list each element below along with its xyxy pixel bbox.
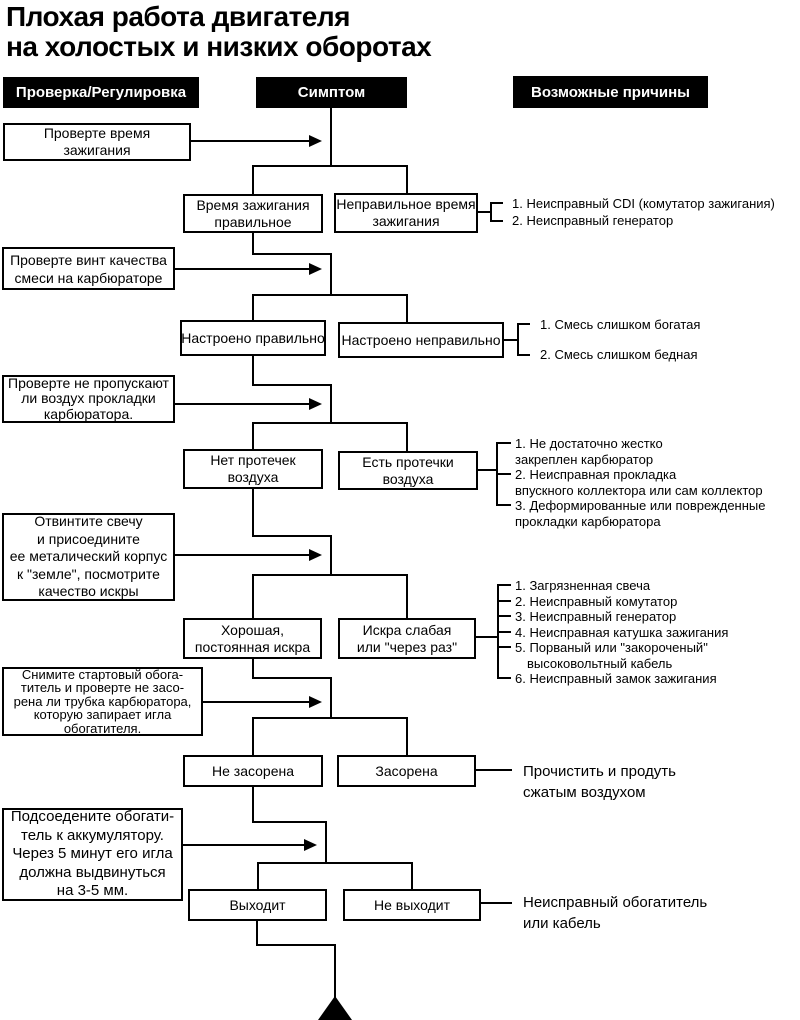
column-header-check: Проверка/Регулировка [3,77,199,108]
connector-line [252,165,408,167]
connector-line [203,701,310,703]
connector-line [252,717,254,755]
bracket-line [478,211,491,213]
check-box: Снимите стартовый обога-титель и проверт… [2,667,203,736]
bracket-tick [496,442,511,444]
arrowhead-icon [304,839,317,851]
symptom-ok-box: Хорошая,постоянная искра [183,618,322,659]
connector-line [325,821,327,864]
arrowhead-icon [309,263,322,275]
bracket-tick [517,354,530,356]
connector-line [252,355,254,386]
connector-line [175,268,310,270]
symptom-bad-box: Настроено неправильно [338,322,504,358]
connector-line [252,233,254,255]
connector-line [256,944,336,946]
connector-line [406,422,408,452]
bracket-tick [490,220,503,222]
connector-line [411,862,413,889]
bracket-tick [497,677,511,679]
bracket-tick [497,646,511,648]
connector-line [252,821,327,823]
connector-line [406,717,408,755]
connector-line [252,677,332,679]
connector-line [252,717,408,719]
connector-line [406,165,408,194]
causes-list: 1. Неисправный CDI (комутатор зажигания)… [512,196,775,228]
bracket-tick [497,631,511,633]
connector-line [406,294,408,323]
symptom-ok-box: Настроено правильно [180,320,326,356]
symptom-bad-box: Не выходит [343,889,481,921]
connector-line [252,253,332,255]
connector-line [257,862,259,889]
connector-line [183,844,305,846]
bracket-line [490,202,492,222]
connector-line [330,535,332,576]
connector-line [252,657,254,679]
connector-line [330,384,332,424]
connector-line [252,422,254,450]
column-header-symptom: Симптом [256,77,407,108]
bracket-tick [497,584,511,586]
connector-line [175,403,310,405]
bracket-tick [496,504,511,506]
symptom-ok-box: Выходит [188,889,327,921]
connector-line [256,921,258,946]
connector-line [252,785,254,823]
bracket-line [517,323,519,356]
symptom-ok-box: Не засорена [183,755,323,787]
connector-line [257,862,413,864]
arrowhead-icon [309,549,322,561]
bracket-tick [497,600,511,602]
arrowhead-icon [309,696,322,708]
bracket-line [504,339,517,341]
bracket-line [481,902,512,904]
column-header-causes: Возможные причины [513,76,708,108]
connector-line [252,384,332,386]
connector-line [252,487,254,537]
bracket-line [476,636,497,638]
connector-line [330,253,332,296]
arrowhead-icon [309,398,322,410]
connector-line [252,422,408,424]
connector-line [330,677,332,719]
symptom-bad-box: Засорена [337,755,476,787]
check-box: Подсоедените обогати-тель к аккумулятору… [2,808,183,901]
connector-line [252,165,254,195]
bracket-tick [517,323,530,325]
offpage-connector-icon [318,996,352,1020]
connector-line [191,140,310,142]
connector-line [175,554,310,556]
connector-line [330,108,332,167]
bracket-tick [496,473,511,475]
bracket-line [476,769,512,771]
connector-line [252,574,408,576]
connector-line [252,535,332,537]
connector-line [252,294,408,296]
bracket-tick [497,615,511,617]
bracket-line [478,469,496,471]
connector-line [252,574,254,618]
connector-line [334,944,336,998]
connector-line [252,294,254,321]
bracket-tick [490,202,503,204]
connector-line [406,574,408,618]
arrowhead-icon [309,135,322,147]
